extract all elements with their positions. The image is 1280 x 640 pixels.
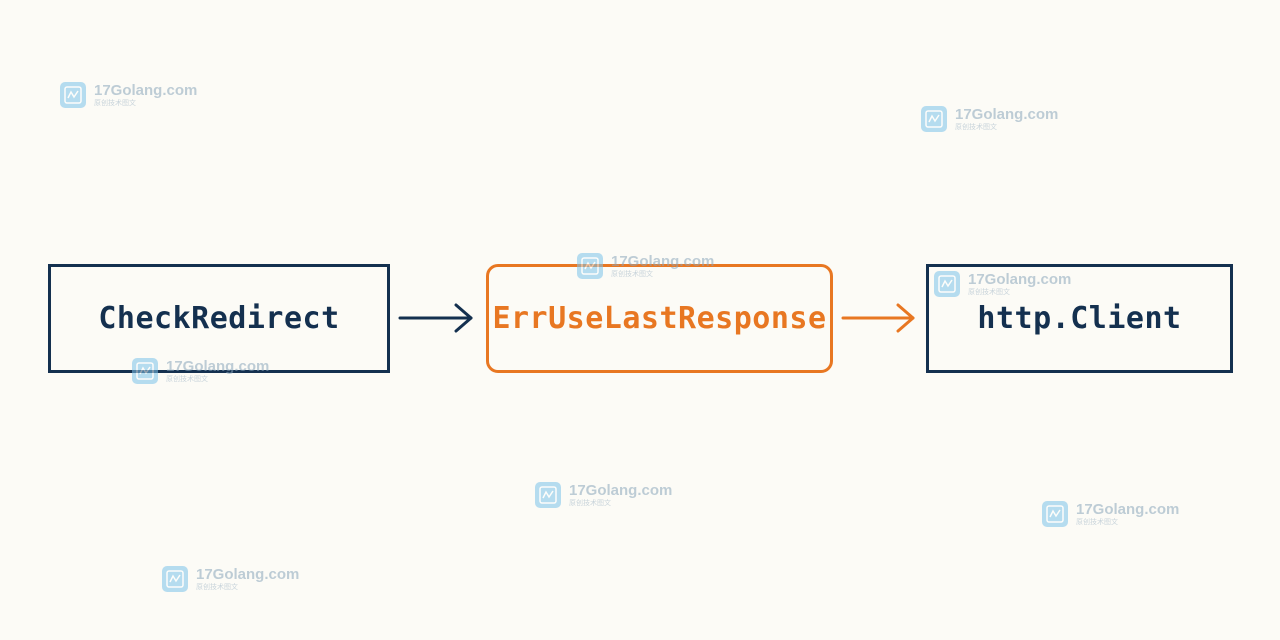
node-http-client: http.Client <box>926 264 1233 373</box>
node-label: CheckRedirect <box>98 301 340 336</box>
edge-check-redirect-to-err <box>398 303 473 333</box>
node-check-redirect: CheckRedirect <box>48 264 390 373</box>
node-label: http.Client <box>977 301 1182 336</box>
node-label: ErrUseLastResponse <box>492 301 827 336</box>
edge-err-to-http-client <box>841 303 915 333</box>
node-err-use-last-response: ErrUseLastResponse <box>486 264 833 373</box>
